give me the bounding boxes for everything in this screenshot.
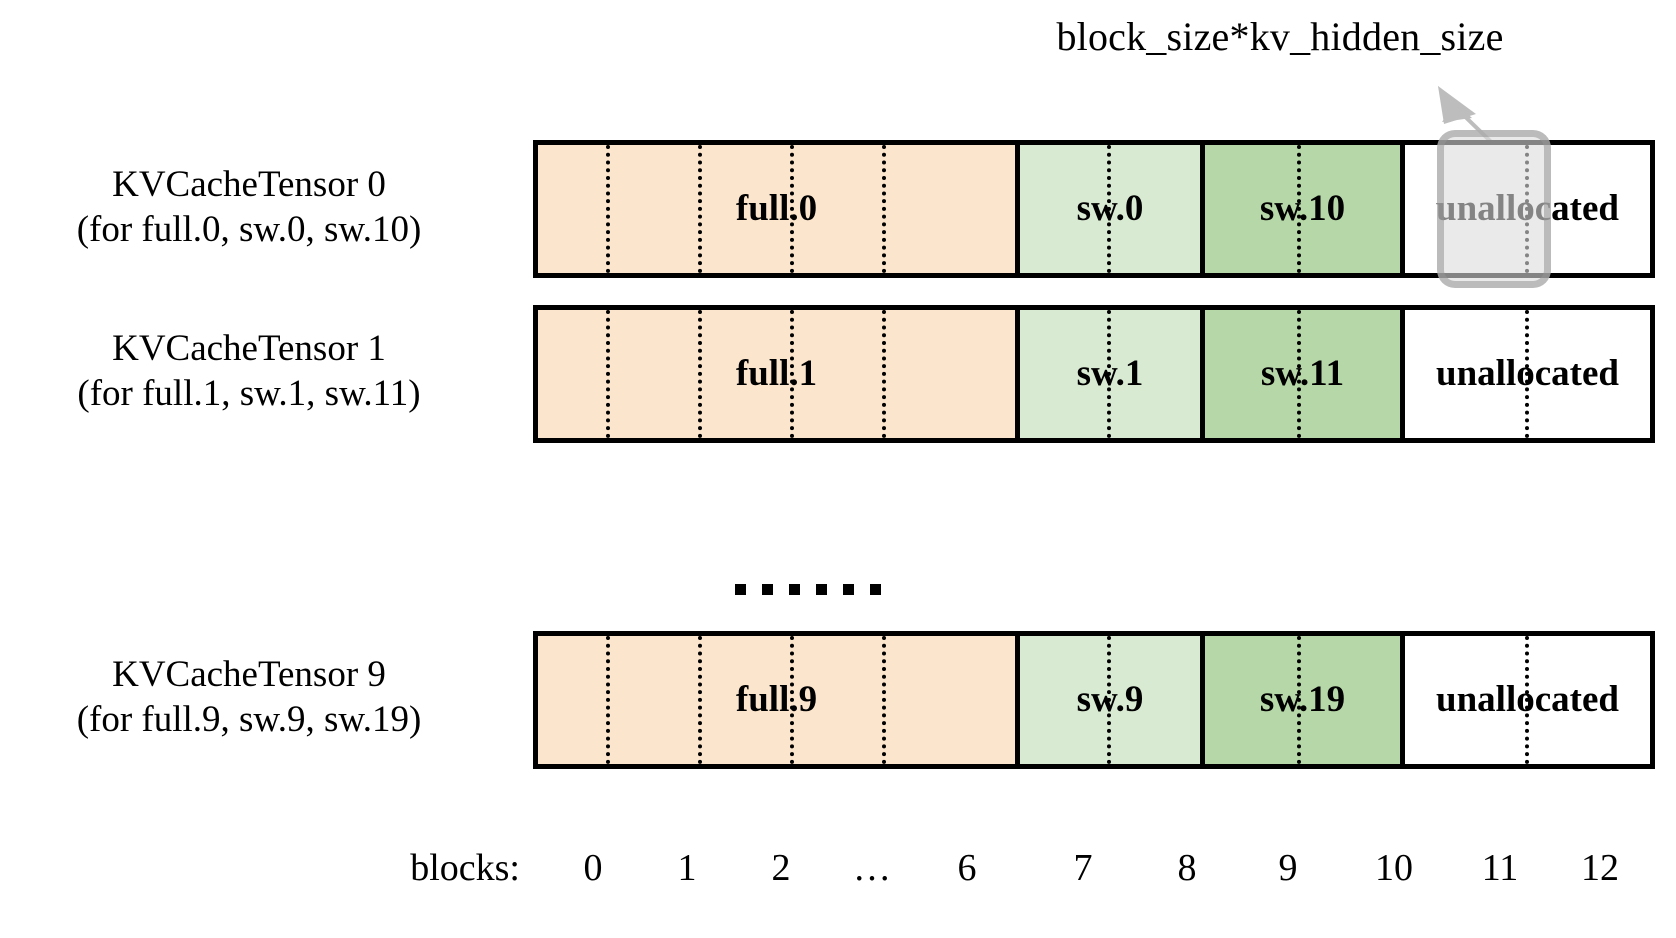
axis-tick-8: 8 <box>1177 847 1197 889</box>
block-divider <box>1107 636 1111 764</box>
segment-label: full.1 <box>735 352 818 394</box>
segment-unallocated-1[interactable]: unallocated <box>1400 310 1650 438</box>
segment-unallocated-9[interactable]: unallocated <box>1400 636 1650 764</box>
segment-label: sw.1 <box>1076 352 1144 394</box>
ellipsis-dot <box>735 584 746 595</box>
block-divider <box>1107 145 1111 273</box>
block-divider <box>698 145 702 273</box>
axis-tick-10: 10 <box>1375 847 1413 889</box>
block-divider <box>1297 145 1301 273</box>
segment-full-1[interactable]: full.1 <box>538 310 1015 438</box>
rows-ellipsis <box>735 584 881 595</box>
axis-tick-7: 7 <box>1073 847 1093 889</box>
segment-label: sw.0 <box>1076 187 1144 229</box>
blocks-axis-title: blocks: <box>410 847 520 889</box>
block-divider <box>882 310 886 438</box>
block-divider <box>1525 636 1529 764</box>
block-divider <box>790 310 794 438</box>
row-title-9: KVCacheTensor 9 <box>112 654 386 695</box>
axis-tick-6: 6 <box>957 847 977 889</box>
axis-tick-11: 11 <box>1481 847 1519 889</box>
axis-tick-12: 12 <box>1581 847 1619 889</box>
block-divider <box>790 145 794 273</box>
segment-sw-dark-9[interactable]: sw.19 <box>1200 636 1400 764</box>
segment-sw-light-0[interactable]: sw.0 <box>1015 145 1200 273</box>
tensor-bar-0[interactable]: full.0 sw.0 sw.10 unallocated <box>533 140 1655 278</box>
segment-label: full.9 <box>735 678 818 720</box>
axis-tick-2: 2 <box>771 847 791 889</box>
block-divider <box>606 636 610 764</box>
segment-sw-light-1[interactable]: sw.1 <box>1015 310 1200 438</box>
ellipsis-dot <box>762 584 773 595</box>
segment-label: unallocated <box>1436 352 1619 394</box>
ellipsis-dot <box>843 584 854 595</box>
axis-tick-1: 1 <box>677 847 697 889</box>
row-subtitle-1: (for full.1, sw.1, sw.11) <box>77 373 421 415</box>
segment-sw-dark-1[interactable]: sw.11 <box>1200 310 1400 438</box>
block-divider <box>606 310 610 438</box>
block-divider <box>1297 310 1301 438</box>
segment-label: unallocated <box>1436 187 1619 229</box>
block-divider <box>698 636 702 764</box>
segment-label: sw.9 <box>1076 678 1144 720</box>
row-label-9: KVCacheTensor 9 (for full.9, sw.9, sw.19… <box>10 652 488 742</box>
block-divider <box>1525 310 1529 438</box>
segment-label: unallocated <box>1436 678 1619 720</box>
block-divider <box>1107 310 1111 438</box>
block-divider <box>882 145 886 273</box>
row-title-0: KVCacheTensor 0 <box>112 164 386 205</box>
segment-full-0[interactable]: full.0 <box>538 145 1015 273</box>
block-divider <box>698 310 702 438</box>
block-divider <box>882 636 886 764</box>
tensor-bar-1[interactable]: full.1 sw.1 sw.11 unallocated <box>533 305 1655 443</box>
axis-tick-9: 9 <box>1278 847 1298 889</box>
segment-label: sw.10 <box>1259 187 1346 229</box>
segment-sw-light-9[interactable]: sw.9 <box>1015 636 1200 764</box>
blocks-axis: blocks: 0 1 2 … 6 7 8 9 10 11 12 <box>0 846 1676 906</box>
row-label-0: KVCacheTensor 0 (for full.0, sw.0, sw.10… <box>10 162 488 252</box>
block-divider <box>790 636 794 764</box>
annotation-label: block_size*kv_hidden_size <box>1056 14 1504 59</box>
row-title-1: KVCacheTensor 1 <box>112 328 386 369</box>
segment-unallocated-0[interactable]: unallocated <box>1400 145 1650 273</box>
row-subtitle-0: (for full.0, sw.0, sw.10) <box>76 209 422 251</box>
row-subtitle-9: (for full.9, sw.9, sw.19) <box>76 699 422 741</box>
segment-label: full.0 <box>735 187 818 229</box>
tensor-bar-9[interactable]: full.9 sw.9 sw.19 unallocated <box>533 631 1655 769</box>
ellipsis-dot <box>870 584 881 595</box>
axis-tick-ellipsis: … <box>853 847 891 889</box>
ellipsis-dot <box>789 584 800 595</box>
block-divider <box>606 145 610 273</box>
segment-full-9[interactable]: full.9 <box>538 636 1015 764</box>
block-divider <box>1297 636 1301 764</box>
segment-label: sw.19 <box>1259 678 1346 720</box>
ellipsis-dot <box>816 584 827 595</box>
segment-label: sw.11 <box>1260 352 1345 394</box>
row-label-1: KVCacheTensor 1 (for full.1, sw.1, sw.11… <box>10 326 488 416</box>
axis-tick-0: 0 <box>583 847 603 889</box>
segment-sw-dark-0[interactable]: sw.10 <box>1200 145 1400 273</box>
